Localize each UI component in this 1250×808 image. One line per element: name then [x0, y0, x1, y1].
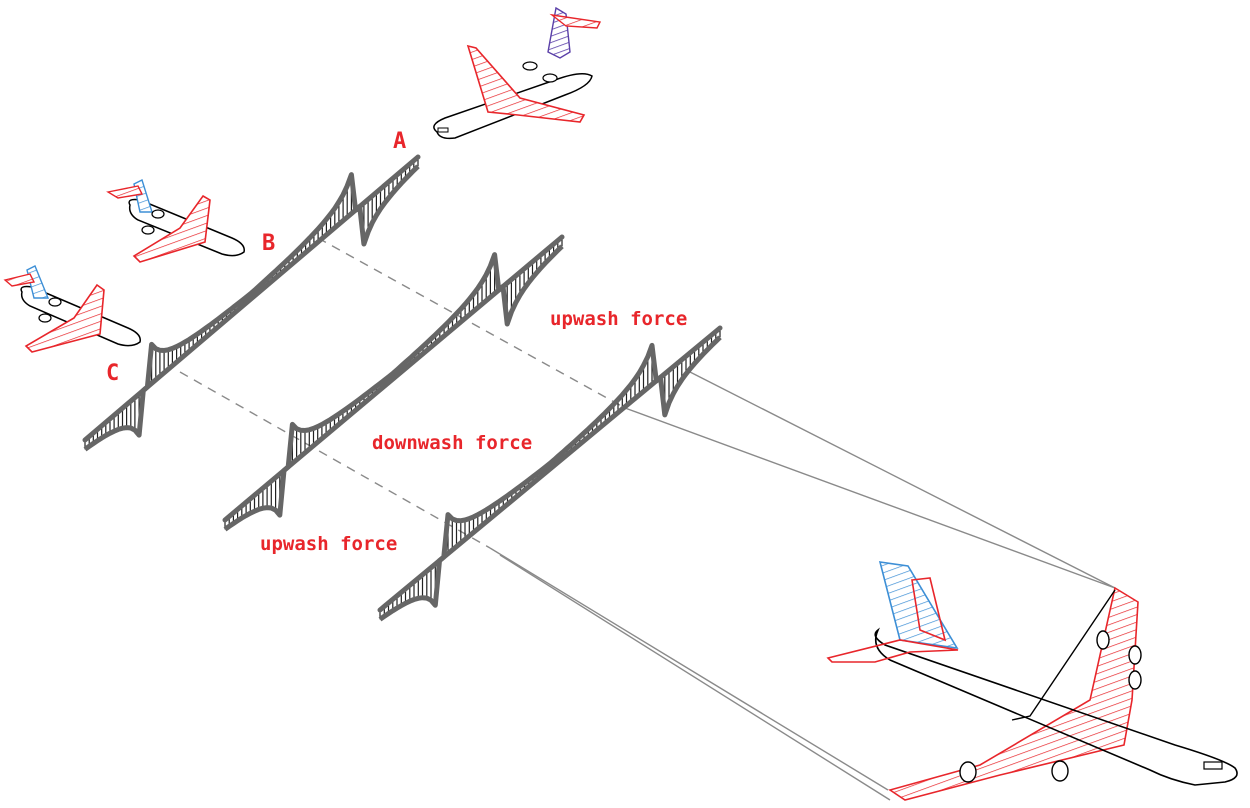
wake-section-2	[222, 234, 565, 532]
aircraft-a	[433, 6, 602, 140]
label-c: C	[106, 361, 119, 386]
large-aircraft	[826, 561, 1238, 801]
wake-section-1	[82, 154, 421, 452]
aircraft-a-tailplane	[549, 13, 602, 29]
label-upwash-top: upwash force	[550, 308, 687, 330]
cockpit-windows	[1203, 761, 1223, 770]
aircraft-c	[3, 265, 141, 353]
wake-profile-curve	[378, 335, 722, 622]
wake-profiles	[82, 154, 723, 622]
aircraft-c-tailplane	[3, 273, 36, 287]
large-fuselage	[874, 627, 1238, 786]
label-b: B	[262, 231, 275, 256]
aircraft-c-wing	[24, 283, 105, 353]
label-downwash: downwash force	[372, 432, 532, 454]
label-upwash-bottom: upwash force	[260, 533, 397, 555]
wake-profile-curve	[223, 244, 564, 532]
wake-axis	[82, 154, 421, 443]
labels: A B C upwash force downwash force upwash…	[106, 129, 687, 555]
guide-lines	[179, 237, 1116, 801]
aircraft-a-wing	[466, 44, 586, 123]
aircraft-b	[106, 179, 245, 263]
label-a: A	[393, 129, 406, 154]
horizontal-tail-far	[911, 577, 947, 642]
far-wing	[1011, 589, 1116, 721]
wake-axis	[222, 234, 565, 523]
aircraft-b-tailplane	[106, 185, 144, 199]
wake-section-3	[377, 325, 723, 622]
wake-axis	[377, 325, 723, 613]
vertical-tail	[878, 561, 959, 650]
engines	[959, 630, 1142, 783]
aircraft-c-fin	[26, 265, 50, 299]
wake-profile-curve	[83, 164, 420, 452]
aircraft-b-wing	[132, 194, 211, 263]
horizontal-tail	[826, 639, 959, 663]
